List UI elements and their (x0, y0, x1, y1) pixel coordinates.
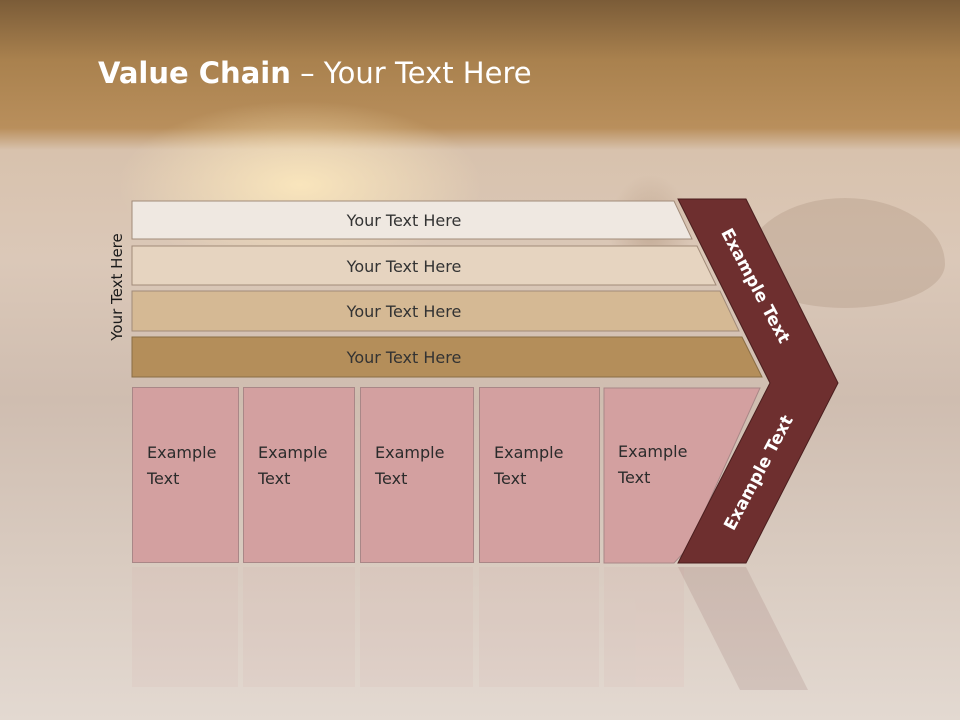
slide-title: Value Chain – Your Text Here (98, 56, 532, 90)
bar-shape-3 (131, 290, 740, 332)
box-3-line1: Example (375, 443, 445, 462)
bar-1-label: Your Text Here (346, 210, 462, 230)
chevron-shape (677, 198, 839, 564)
bar-3: Your Text Here (132, 291, 692, 331)
box-3-line2: Text (375, 469, 408, 488)
bar-3-label: Your Text Here (346, 301, 462, 321)
bar-4: Your Text Here (132, 337, 692, 377)
bar-1: Your Text Here (132, 200, 692, 240)
chevron-reflection (678, 567, 808, 690)
title-bold: Value Chain (98, 56, 291, 90)
boxes-reflection (132, 567, 684, 687)
box-4-line2: Text (494, 469, 527, 488)
title-rest: – Your Text Here (290, 56, 532, 90)
box-shape-5 (603, 387, 761, 564)
box-5-line1: Example (618, 442, 688, 461)
box-4-line1: Example (494, 443, 564, 462)
bar-shape-4 (131, 336, 763, 378)
bar-shape-2 (131, 245, 717, 286)
bar-shape-1 (131, 200, 693, 240)
box-1-line2: Text (147, 469, 180, 488)
bar-4-label: Your Text Here (346, 347, 462, 367)
box-5-line2: Text (618, 468, 651, 487)
box-1-line1: Example (147, 443, 217, 462)
box-2-line1: Example (258, 443, 328, 462)
bar-2: Your Text Here (132, 246, 692, 286)
bar-2-label: Your Text Here (346, 256, 462, 276)
box-2-line2: Text (258, 469, 291, 488)
